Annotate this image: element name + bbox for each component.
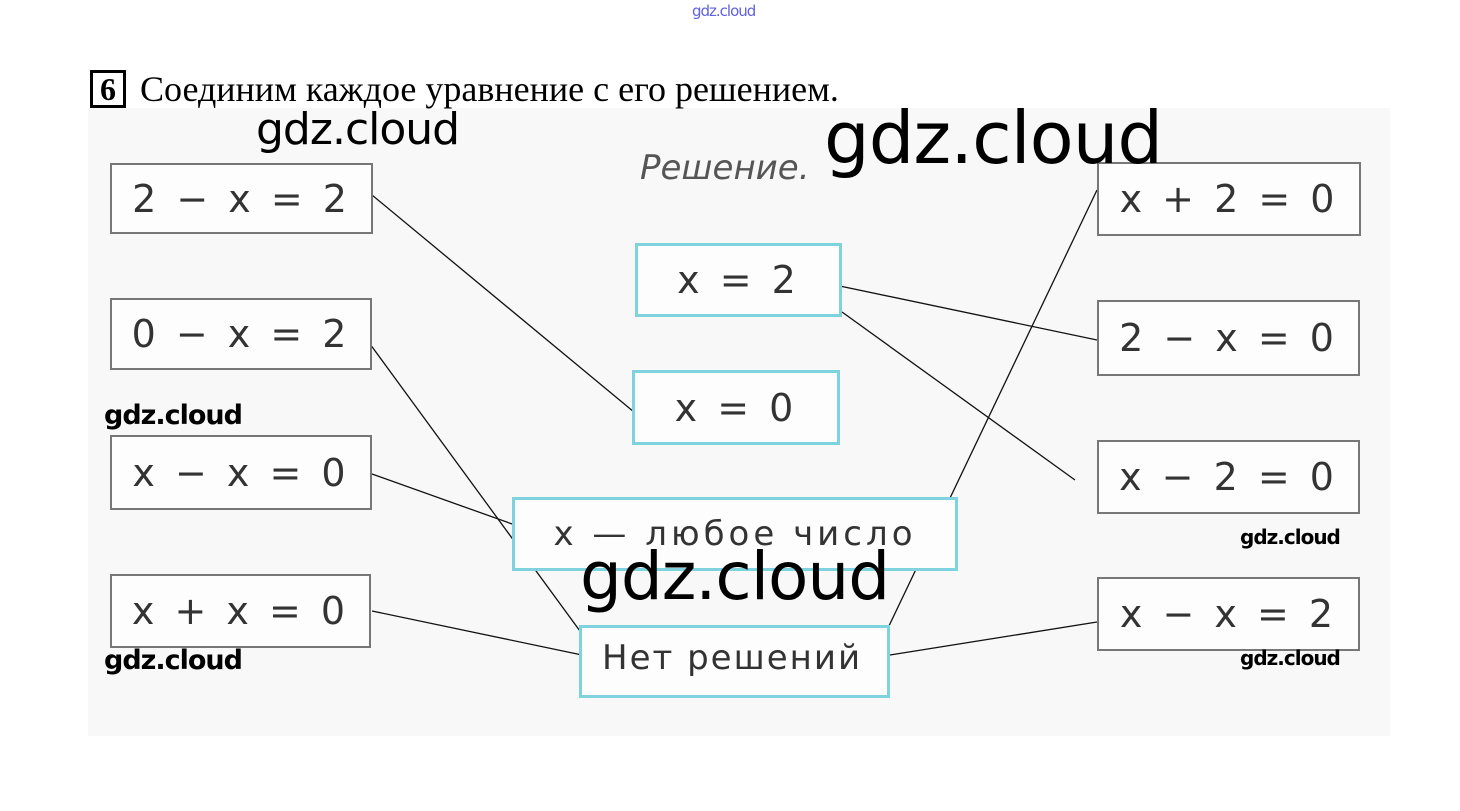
solution-text: x = 0 — [674, 385, 798, 430]
right-equation-1[interactable]: x + 2 = 0 — [1097, 162, 1361, 236]
right-equation-4[interactable]: x − x = 2 — [1097, 577, 1360, 651]
right-equation-2[interactable]: 2 − x = 0 — [1097, 300, 1360, 376]
header-watermark: gdz.cloud — [692, 2, 756, 20]
connection-line — [371, 473, 516, 526]
equation-text: 0 − x = 2 — [131, 312, 351, 356]
connection-line — [371, 610, 583, 656]
watermark: gdz.cloud — [1240, 525, 1341, 549]
watermark: gdz.cloud — [104, 400, 243, 431]
solutions-label: Решение. — [640, 148, 810, 188]
right-equation-3[interactable]: x − 2 = 0 — [1097, 440, 1360, 514]
connection-line — [369, 343, 589, 643]
equation-text: x − x = 0 — [132, 450, 350, 495]
equation-text: x − 2 = 0 — [1119, 455, 1338, 499]
solution-text: Нет решений — [602, 638, 863, 678]
solution-x-equals-0[interactable]: x = 0 — [632, 370, 840, 445]
solution-no-solutions[interactable]: Нет решений — [579, 625, 890, 698]
watermark: gdz.cloud — [824, 96, 1163, 180]
watermark: gdz.cloud — [104, 645, 243, 676]
watermark: gdz.cloud — [256, 104, 460, 155]
solution-x-equals-2[interactable]: x = 2 — [635, 243, 842, 317]
connection-line — [371, 194, 635, 413]
equation-text: 2 − x = 0 — [1119, 316, 1338, 360]
left-equation-1[interactable]: 2 − x = 2 — [110, 163, 373, 234]
solution-text: x = 2 — [677, 258, 800, 302]
task-number: 6 — [90, 70, 126, 108]
connection-line — [841, 311, 1076, 481]
watermark: gdz.cloud — [1240, 646, 1341, 670]
left-equation-4[interactable]: x + x = 0 — [110, 574, 371, 648]
watermark: gdz.cloud — [580, 538, 890, 615]
solution-text: x — любое число — [553, 514, 917, 554]
connection-line — [834, 284, 1098, 341]
task-title: Соединим каждое уравнение с его решением… — [140, 69, 839, 109]
equation-text: x + 2 = 0 — [1119, 177, 1339, 221]
solution-any-number[interactable]: x — любое число — [512, 497, 958, 571]
equation-text: x − x = 2 — [1119, 592, 1338, 636]
equation-text: x + x = 0 — [131, 589, 350, 633]
equation-text: 2 − x = 2 — [132, 176, 351, 221]
left-equation-2[interactable]: 0 − x = 2 — [110, 298, 372, 370]
connection-line — [889, 621, 1098, 656]
left-equation-3[interactable]: x − x = 0 — [110, 435, 372, 510]
